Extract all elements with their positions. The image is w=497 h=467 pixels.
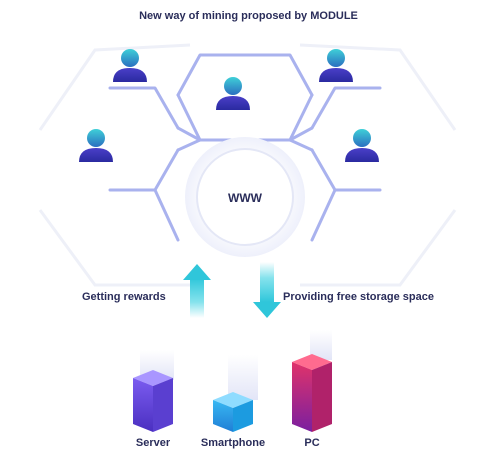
diagram-title: New way of mining proposed by MODULE [139,10,358,22]
center-label: WWW [228,191,263,205]
center-node [185,137,305,257]
smartphone-label: Smartphone [200,437,266,449]
network-lines [108,53,382,242]
pc-block-icon [292,330,332,432]
pc-label: PC [304,437,320,449]
user-icon [113,49,147,82]
user-icon [216,77,250,110]
user-icon [79,129,113,162]
rewards-label: Getting rewards [82,291,166,303]
server-label: Server [135,437,171,449]
up-arrow-icon [183,264,211,318]
smartphone-block-icon [213,355,258,432]
down-arrow-icon [253,262,281,318]
storage-label: Providing free storage space [283,291,434,303]
user-icon [345,129,379,162]
user-icon [319,49,353,82]
background-network [38,43,457,287]
server-block-icon [133,350,174,432]
